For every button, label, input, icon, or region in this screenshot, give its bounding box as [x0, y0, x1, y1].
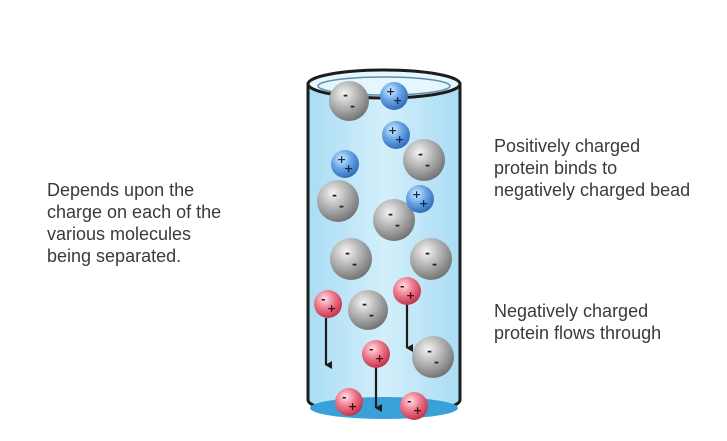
protein-charge: +	[375, 352, 384, 365]
bead-charge: -	[395, 218, 400, 232]
negative-protein: - +	[400, 392, 428, 420]
column-pool	[310, 397, 458, 419]
protein-charge: -	[369, 343, 374, 356]
protein-charge: +	[406, 289, 415, 302]
negative-bead: - -	[403, 139, 445, 181]
protein-charge: +	[388, 124, 397, 137]
caption-line: charge on each of the	[47, 202, 222, 222]
positive-protein: + +	[406, 185, 434, 213]
bead-charge: -	[362, 297, 367, 311]
bead-charge: -	[352, 257, 357, 271]
protein-charge: +	[393, 94, 402, 107]
positive-protein: + +	[380, 82, 408, 110]
negative-protein: - +	[362, 340, 390, 368]
negative-bead: - -	[330, 238, 372, 280]
bead-charge: -	[388, 207, 393, 221]
caption-line: protein binds to	[494, 158, 618, 178]
caption-line: Negatively charged	[494, 301, 649, 321]
protein-charge: +	[348, 400, 357, 413]
positive-binding-caption: Positively charged protein binds to nega…	[494, 135, 690, 201]
bead-charge: -	[339, 199, 344, 213]
caption-line: various molecules	[47, 224, 192, 244]
negative-bead: - -	[373, 199, 415, 241]
negative-bead: - -	[410, 238, 452, 280]
bead-charge: -	[350, 99, 355, 113]
protein-charge: +	[395, 133, 404, 146]
bead-charge: -	[332, 188, 337, 202]
protein-charge: +	[327, 302, 336, 315]
negative-flow-caption: Negatively charged protein flows through	[494, 300, 661, 344]
protein-charge: -	[407, 395, 412, 408]
separation-basis-caption: Depends upon the charge on each of the v…	[47, 179, 221, 267]
positive-protein: + +	[331, 150, 359, 178]
caption-line: Depends upon the	[47, 180, 195, 200]
protein-charge: -	[342, 391, 347, 404]
protein-charge: +	[337, 153, 346, 166]
negative-protein: - +	[314, 290, 342, 318]
bead-charge: -	[343, 88, 348, 102]
bead-charge: -	[425, 246, 430, 260]
bead-charge: -	[369, 308, 374, 322]
caption-line: protein flows through	[494, 323, 662, 343]
protein-charge: -	[400, 280, 405, 293]
bead-charge: -	[425, 158, 430, 172]
protein-charge: +	[412, 188, 421, 201]
caption-line: negatively charged bead	[494, 180, 691, 200]
protein-charge: +	[344, 162, 353, 175]
protein-charge: +	[386, 85, 395, 98]
negative-bead: - -	[317, 180, 359, 222]
caption-line: being separated.	[47, 246, 182, 266]
bead-charge: -	[345, 246, 350, 260]
caption-line: Positively charged	[494, 136, 641, 156]
bead-charge: -	[418, 147, 423, 161]
negative-protein: - +	[393, 277, 421, 305]
negative-protein: - +	[335, 388, 363, 416]
bead-charge: -	[427, 344, 432, 358]
negative-bead: - -	[412, 336, 454, 378]
bead-charge: -	[432, 257, 437, 271]
protein-charge: -	[321, 293, 326, 306]
bead-charge: -	[434, 355, 439, 369]
positive-protein: + +	[382, 121, 410, 149]
negative-bead: - -	[329, 81, 369, 121]
protein-charge: +	[419, 197, 428, 210]
negative-bead: - -	[348, 290, 388, 330]
protein-charge: +	[413, 404, 422, 417]
